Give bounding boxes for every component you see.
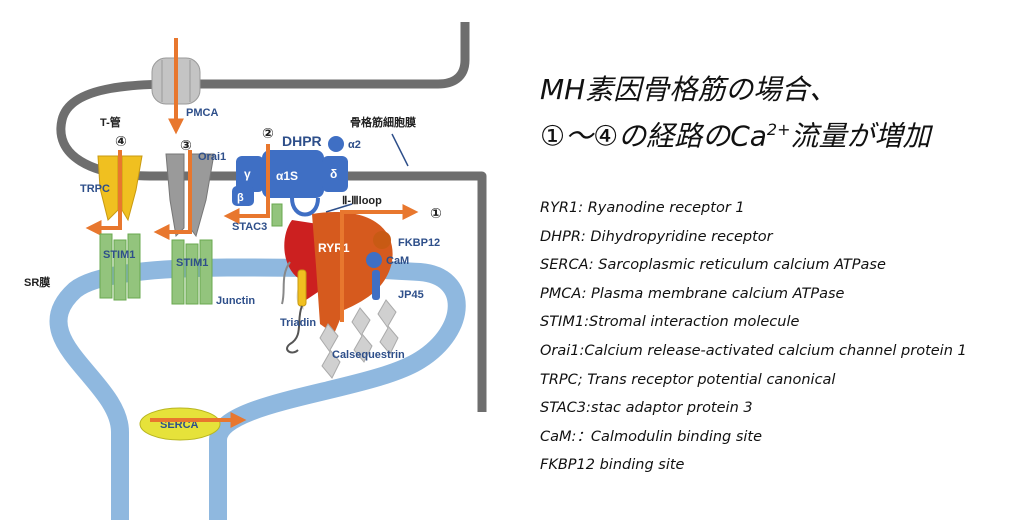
legend-item: PMCA: Plasma membrane calcium ATPase — [540, 285, 845, 302]
pathway-1-arrow — [340, 204, 419, 322]
abbreviation-legend: RYR1: Ryanodine receptor 1 DHPR: Dihydro… — [540, 194, 1020, 480]
pathway-4-marker: ④ — [115, 134, 127, 150]
ryr1-label: RYR1 — [318, 241, 350, 255]
jp45-label: JP45 — [398, 289, 424, 301]
stac3-protein — [271, 203, 283, 227]
pathway-2-marker: ② — [262, 126, 274, 142]
pathway-4-arrow — [85, 150, 122, 236]
stim1-left-label: STIM1 — [103, 249, 135, 261]
sarcolemma — [56, 22, 487, 412]
cam-label: CaM — [386, 255, 409, 267]
triadin-strand — [286, 305, 303, 354]
calsequestrin-label: Calsequestrin — [332, 349, 405, 361]
cam-site — [366, 252, 382, 268]
stim1-right-label: STIM1 — [176, 257, 208, 269]
stim1-left — [99, 233, 141, 301]
sr-membrane — [49, 258, 466, 520]
fkbp12-site — [373, 231, 391, 249]
legend-item: DHPR: Dihydropyridine receptor — [540, 228, 773, 245]
dhpr-complex — [232, 136, 348, 217]
fkbp12-label: FKBP12 — [398, 237, 440, 249]
trpc-label: TRPC — [80, 183, 110, 195]
pathway-3-arrow — [153, 150, 192, 240]
pathway-1-marker: ① — [430, 206, 442, 222]
legend-item: CaM:：Calmodulin binding site — [540, 428, 763, 445]
beta-label: β — [237, 192, 244, 204]
stac3-label: STAC3 — [232, 221, 267, 233]
t-tubule-label: T-管 — [100, 115, 121, 129]
stim1-right — [171, 239, 213, 305]
title-line-2-sup: 2+ — [766, 120, 791, 139]
trpc-channel — [97, 155, 143, 222]
alpha2-label: α2 — [348, 139, 361, 151]
title-line-1: MH素因骨格筋の場合、 — [540, 73, 838, 106]
title-line-2-prefix: ①〜④の経路のCa — [540, 119, 767, 153]
calsequestrin — [319, 299, 399, 379]
legend-item: RYR1: Ryanodine receptor 1 — [540, 200, 745, 216]
legend-item: Orai1:Calcium release-activated calcium … — [540, 342, 967, 359]
pathway-2-arrow — [223, 144, 270, 224]
title-line-2-suffix: 流量が増加 — [790, 119, 931, 153]
loop-pointer — [325, 203, 353, 213]
jp45-protein — [372, 270, 380, 300]
sr-membrane-label: SR膜 — [24, 275, 50, 289]
gamma-label: γ — [244, 167, 251, 181]
membrane-pointer — [391, 133, 409, 167]
legend-item: TRPC; Trans receptor potential canonical — [540, 371, 836, 388]
diagram-title: MH素因骨格筋の場合、 ①〜④の経路のCa2+流量が増加 — [540, 70, 1010, 156]
pathway-3-marker: ③ — [180, 138, 192, 154]
junctin-label: Junctin — [216, 295, 255, 307]
triadin-label: Triadin — [280, 317, 316, 329]
pmca-label: PMCA — [186, 107, 218, 119]
orai1-label: Orai1 — [198, 151, 226, 163]
legend-item: FKBP12 binding site — [540, 457, 685, 474]
legend-item: STAC3:stac adaptor protein 3 — [540, 400, 753, 417]
loop-label: Ⅱ-Ⅲloop — [342, 195, 382, 207]
junctin-strand — [281, 261, 291, 305]
muscle-membrane-label: 骨格筋細胞膜 — [350, 115, 416, 129]
legend-item: STIM1:Stromal interaction molecule — [540, 314, 800, 331]
delta-label: δ — [330, 167, 337, 181]
title-line-2: ①〜④の経路のCa2+流量が増加 — [540, 110, 1010, 156]
legend-item: SERCA: Sarcoplasmic reticulum calcium AT… — [540, 257, 886, 274]
triadin-protein — [297, 269, 307, 307]
alpha1s-label: α1S — [276, 169, 298, 183]
serca-pump — [139, 407, 221, 441]
dhpr-label: DHPR — [282, 133, 322, 149]
